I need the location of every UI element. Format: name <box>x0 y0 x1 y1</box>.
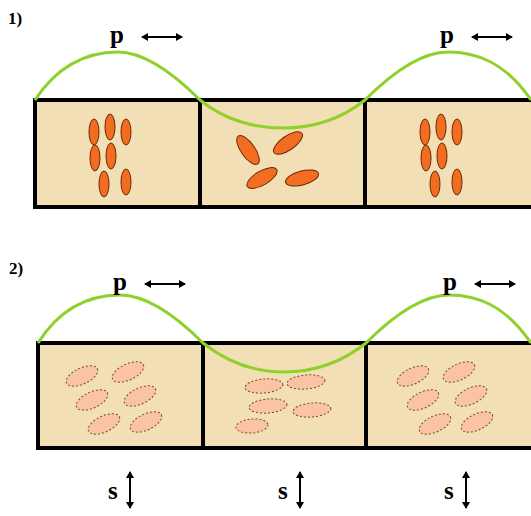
wave <box>35 52 531 128</box>
cell-wall <box>201 343 205 448</box>
polarization-label: p <box>443 269 457 294</box>
panel-number: 1) <box>8 10 22 27</box>
polarization-label: p <box>113 269 127 294</box>
cell-row <box>35 100 531 207</box>
polarization-label: p <box>440 22 454 47</box>
panel-number: 2) <box>9 260 23 277</box>
cell-wall <box>198 100 202 207</box>
polarization-arrow <box>129 472 131 508</box>
panel-one <box>35 37 531 207</box>
polarization-label: s <box>108 478 118 503</box>
polarization-arrow <box>475 283 515 285</box>
polarization-arrow <box>142 36 182 38</box>
molecules <box>63 358 496 439</box>
polarization-label: s <box>278 478 288 503</box>
cell-wall <box>363 100 367 207</box>
polarization-arrow <box>145 283 185 285</box>
panel-two <box>38 284 531 508</box>
cell-wall <box>364 343 368 448</box>
polarization-label: p <box>110 22 124 47</box>
polarization-label: s <box>444 478 454 503</box>
polarization-arrow <box>465 472 467 508</box>
polarization-arrow <box>299 472 301 508</box>
polarization-arrow <box>472 36 512 38</box>
wave <box>38 295 531 372</box>
cell-row <box>38 343 531 448</box>
